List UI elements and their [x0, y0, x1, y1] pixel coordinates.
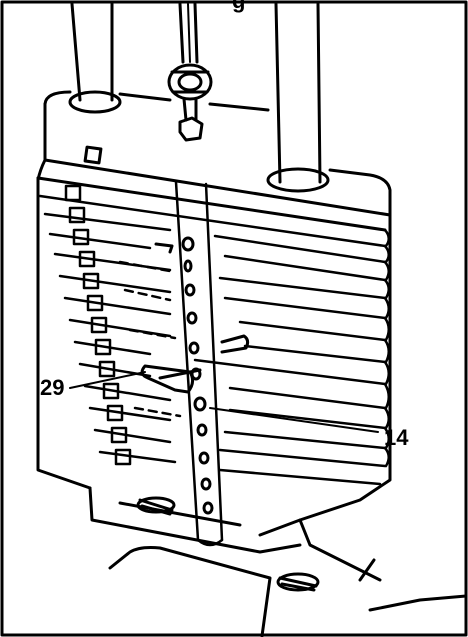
guide-rods	[68, 2, 330, 193]
callout-label-29: 29	[40, 375, 65, 400]
base-frame	[88, 486, 468, 637]
selector-pin-back	[220, 334, 250, 354]
callout-leaders	[69, 371, 379, 433]
callout-label-14: 14	[384, 425, 409, 450]
weight-plates	[38, 184, 390, 486]
cable-eyelet	[167, 2, 213, 142]
stack-body	[36, 176, 392, 537]
top-partial-text: g	[232, 0, 246, 13]
selector-rod	[154, 180, 224, 547]
selector-pin	[140, 364, 202, 394]
